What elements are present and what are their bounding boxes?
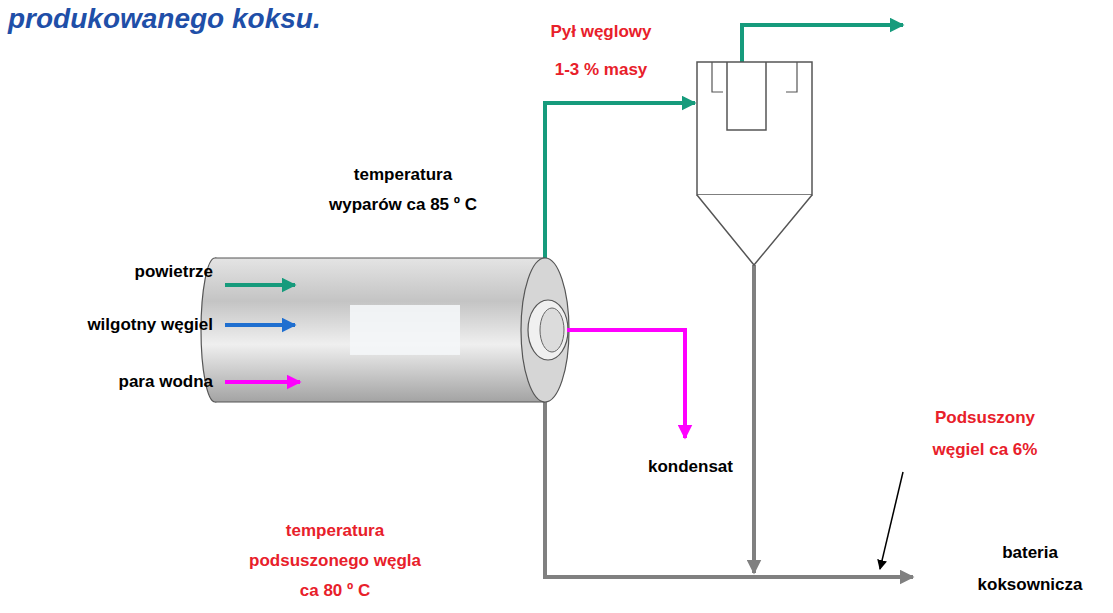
- input-label: powietrze: [63, 261, 213, 283]
- dust-label: Pył węglowy: [521, 21, 681, 43]
- label-box: 1-3 % masy: [521, 59, 681, 81]
- coal-inlet-arrow: [225, 323, 295, 327]
- dust-return-line: [752, 265, 756, 573]
- title-box: produkowanego koksu.: [8, 2, 321, 36]
- exhaust-line: [742, 25, 903, 62]
- label-box: kondensat: [613, 456, 733, 478]
- product-line: [545, 400, 913, 577]
- label-box: powietrze: [63, 261, 213, 283]
- vapour-line: [545, 103, 695, 258]
- dust-share-label: 1-3 % masy: [521, 59, 681, 81]
- leader-line: [880, 472, 903, 569]
- label-box: bateria koksownicza: [960, 537, 1100, 601]
- dryer-drum: [201, 258, 569, 402]
- label-box: Pył węglowy: [521, 21, 681, 43]
- label-box: para wodna: [63, 371, 213, 393]
- label-box: temperatura wyparów ca 85 º C: [323, 160, 483, 220]
- coal-temperature-label: temperatura podsuszonego węgla ca 80 º C: [240, 516, 430, 606]
- moisture-note: Podsuszony węgiel ca 6%: [915, 402, 1055, 466]
- label-box: Podsuszony węgiel ca 6%: [915, 402, 1055, 466]
- cyclone-symbol: [697, 62, 812, 265]
- condensate-line: [567, 330, 685, 438]
- label-box: temperatura podsuszonego węgla ca 80 º C: [240, 516, 430, 606]
- slide-title: produkowanego koksu.: [8, 2, 321, 36]
- input-label: wilgotny węgiel: [13, 314, 213, 336]
- air-inlet-arrow: [225, 283, 295, 287]
- destination-label: bateria koksownicza: [960, 537, 1100, 601]
- input-label: para wodna: [63, 371, 213, 393]
- vapour-temperature-label: temperatura wyparów ca 85 º C: [323, 160, 483, 220]
- label-box: wilgotny węgiel: [13, 314, 213, 336]
- output-label: kondensat: [613, 456, 733, 478]
- steam-inlet-arrow: [225, 380, 300, 384]
